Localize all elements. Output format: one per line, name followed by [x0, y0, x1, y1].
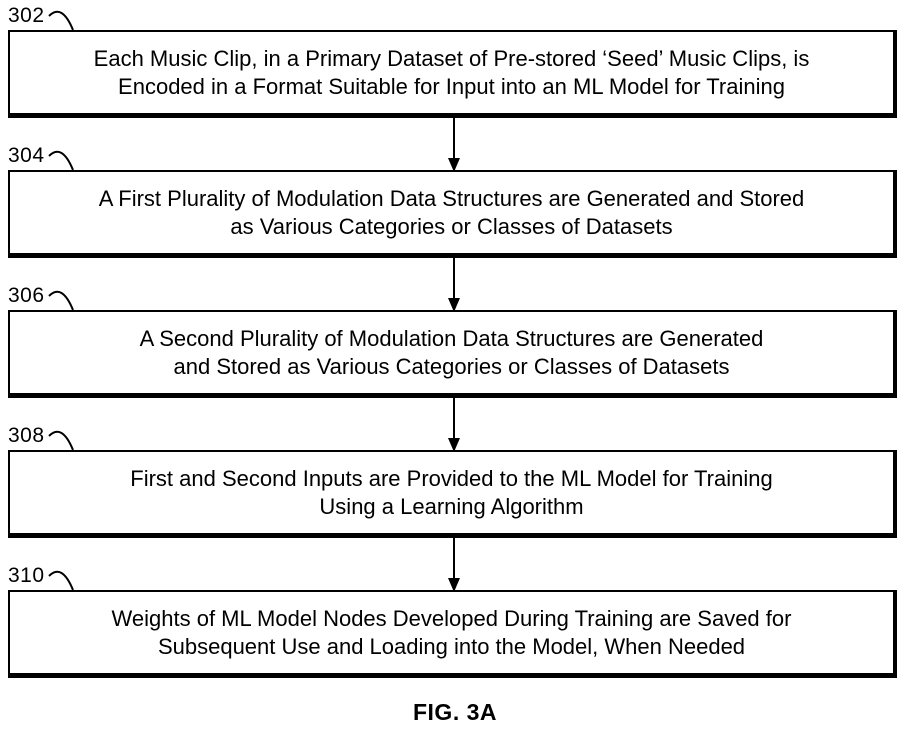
flow-box-text-line: Encoded in a Format Suitable for Input i…	[118, 73, 785, 99]
flow-box-302: Each Music Clip, in a Primary Dataset of…	[8, 30, 897, 118]
leader-curve-icon	[47, 570, 74, 591]
flow-arrow	[448, 118, 461, 172]
flow-arrow-head	[448, 578, 460, 592]
flow-arrow	[448, 538, 461, 592]
ref-label-306: 306	[8, 285, 82, 311]
flow-box-text-line: Using a Learning Algorithm	[319, 493, 584, 519]
flow-box-text-line: and Stored as Various Categories or Clas…	[173, 353, 730, 379]
flow-arrow-head	[448, 298, 460, 312]
flow-arrow-head	[448, 438, 460, 452]
flow-arrow-head	[448, 158, 460, 172]
flow-box-308: First and Second Inputs are Provided to …	[8, 450, 897, 538]
leader-curve-icon	[47, 10, 74, 31]
flow-box-text-line: A First Plurality of Modulation Data Str…	[98, 185, 805, 211]
ref-number: 310	[8, 564, 45, 587]
flow-box-text-line: as Various Categories or Classes of Data…	[230, 213, 673, 239]
flow-arrow-shaft	[453, 258, 455, 300]
ref-number: 306	[8, 284, 45, 307]
flow-box-text-line: Each Music Clip, in a Primary Dataset of…	[93, 45, 810, 71]
leader-curve-icon	[47, 290, 74, 311]
flow-box-text-line: First and Second Inputs are Provided to …	[130, 465, 773, 491]
ref-number: 302	[8, 4, 45, 27]
flow-arrow	[448, 258, 461, 312]
flow-arrow-shaft	[453, 538, 455, 580]
ref-number: 304	[8, 144, 45, 167]
figure-caption: FIG. 3A	[412, 699, 497, 725]
flow-arrow-shaft	[453, 118, 455, 160]
flow-box-310: Weights of ML Model Nodes Developed Duri…	[8, 590, 897, 678]
ref-label-304: 304	[8, 145, 82, 171]
flow-box-text-line: Subsequent Use and Loading into the Mode…	[157, 633, 746, 659]
flow-arrow	[448, 398, 461, 452]
flow-box-text-line: A Second Plurality of Modulation Data St…	[139, 325, 764, 351]
flow-arrow-shaft	[453, 398, 455, 440]
flow-box-304: A First Plurality of Modulation Data Str…	[8, 170, 897, 258]
ref-label-308: 308	[8, 425, 82, 451]
leader-curve-icon	[47, 430, 74, 451]
leader-curve-icon	[47, 150, 74, 171]
flow-box-306: A Second Plurality of Modulation Data St…	[8, 310, 897, 398]
ref-label-302: 302	[8, 5, 82, 31]
ref-label-310: 310	[8, 565, 82, 591]
ref-number: 308	[8, 424, 45, 447]
flow-box-text-line: Weights of ML Model Nodes Developed Duri…	[111, 605, 792, 631]
